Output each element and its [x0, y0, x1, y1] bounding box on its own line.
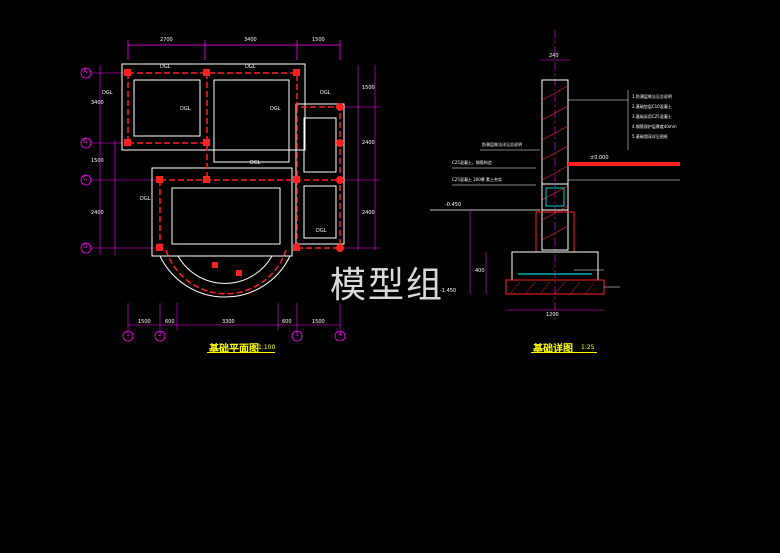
dim-footing: 1200 [546, 312, 559, 318]
note-5: 5.基础埋深详见图纸 [632, 134, 668, 139]
section-title-underline [531, 352, 597, 353]
axis-row-a: A [83, 68, 88, 75]
dgl-label: DGL [160, 64, 171, 70]
left-dim-3: 2400 [91, 210, 104, 216]
dgl-label: DGL [316, 228, 327, 234]
right-dim-1: 1500 [362, 85, 375, 91]
watermark: 模型组 [330, 265, 445, 306]
axis-col-2: 2 [158, 331, 162, 338]
top-dim-2: 3400 [244, 37, 257, 43]
elevation-2: ±0.000 [590, 155, 609, 161]
dgl-label: DGL [250, 160, 261, 166]
note-4: 4.钢筋保护层厚度40mm [632, 124, 677, 129]
dim-wall: 240 [549, 53, 559, 59]
left-dim-1: 3400 [91, 100, 104, 106]
dim-height: 400 [475, 268, 485, 274]
axis-col-1: 1 [126, 331, 130, 338]
elevation-1: -0.450 [445, 202, 462, 208]
plan-title: 基础平面图 [209, 344, 259, 355]
note-1: 1.防潮层做法见总说明 [632, 94, 672, 99]
plan-scale: 1:100 [258, 344, 276, 351]
plan-title-underline [207, 352, 275, 353]
dgl-label: DGL [180, 106, 191, 112]
top-dim-3: 1500 [312, 37, 325, 43]
bottom-dim-2: 600 [165, 319, 175, 325]
foundation-section [430, 30, 680, 320]
axis-row-c: C [83, 175, 88, 182]
top-dim-1: 2700 [160, 37, 173, 43]
left-note-3: C25混凝土 300厚 素土夯实 [452, 177, 503, 182]
foundation-plan [80, 40, 380, 342]
section-title: 基础详图 [533, 344, 573, 355]
bottom-dim-3: 3300 [222, 319, 235, 325]
bottom-dim-4: 600 [282, 319, 292, 325]
left-note-2: C25混凝土，钢筋构造 [452, 160, 492, 165]
dgl-label: DGL [245, 64, 256, 70]
bottom-dim-1: 1500 [138, 319, 151, 325]
dgl-label: DGL [102, 90, 113, 96]
left-note-1: 防潮层做法详见总说明 [482, 142, 522, 147]
note-3: 3.基础采用C25混凝土 [632, 114, 672, 119]
axis-col-4: 4 [338, 331, 342, 338]
elevation-3: -1.450 [440, 288, 457, 294]
dgl-label: DGL [140, 196, 151, 202]
dgl-label: DGL [320, 90, 331, 96]
note-2: 2.基础垫层C10混凝土 [632, 104, 672, 109]
axis-col-3: 3 [295, 331, 299, 338]
axis-row-d: D [83, 243, 88, 250]
section-notes: 1.防潮层做法见总说明 2.基础垫层C10混凝土 3.基础采用C25混凝土 4.… [632, 92, 677, 142]
section-scale: 1:25 [581, 344, 595, 351]
left-dim-2: 1500 [91, 158, 104, 164]
bottom-dim-5: 1500 [312, 319, 325, 325]
right-dim-3: 2400 [362, 210, 375, 216]
dgl-label: DGL [270, 106, 281, 112]
axis-row-b: B [83, 138, 88, 145]
right-dim-2: 2400 [362, 140, 375, 146]
